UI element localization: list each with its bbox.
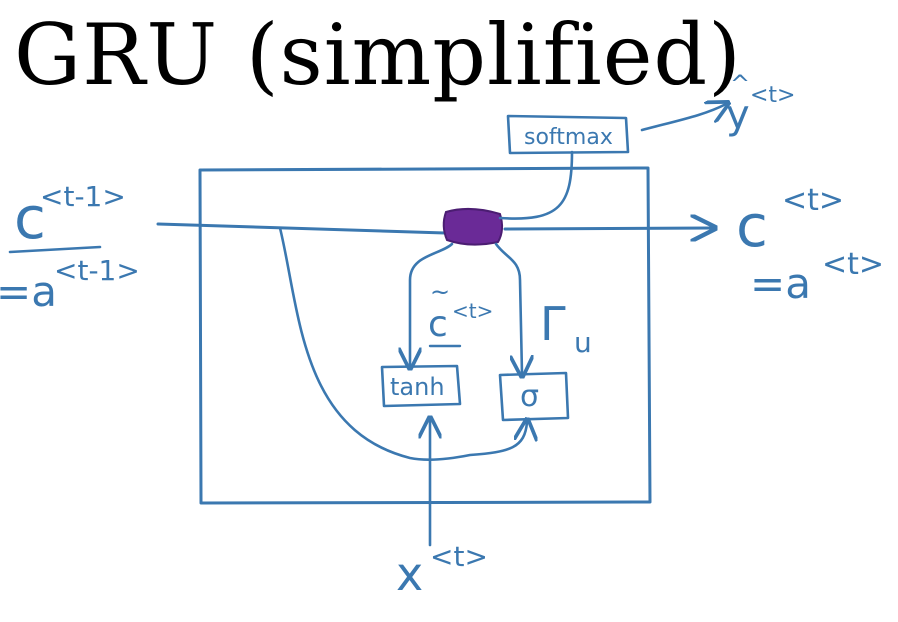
a-prev-label: =a — [0, 267, 57, 316]
c-prev-superscript: <t-1> — [40, 180, 126, 213]
y-hat-superscript: <t> — [750, 83, 796, 108]
a-prev-superscript: <t-1> — [54, 254, 140, 287]
x-label: x — [396, 547, 423, 601]
c-tilde-label: c — [428, 304, 448, 345]
gate-to-softmax — [498, 150, 574, 220]
tanh-box — [380, 364, 462, 408]
memory-line-in — [156, 222, 447, 235]
update-gate-node — [442, 208, 504, 246]
sigma-box — [498, 371, 570, 422]
x-superscript: <t> — [430, 540, 488, 573]
tanh-to-gate — [410, 242, 454, 366]
a-next-superscript: <t> — [822, 247, 884, 282]
y-hat-label: y — [726, 92, 750, 138]
c-tilde-accent: ~ — [430, 278, 450, 306]
c-prev-underline — [8, 245, 102, 254]
gamma-u-subscript: u — [574, 326, 592, 359]
a-next-label: =a — [750, 259, 811, 308]
softmax-box — [506, 114, 630, 155]
c-prev-label: c — [14, 184, 46, 252]
c-next-label: c — [736, 192, 768, 260]
c-next-superscript: <t> — [782, 183, 844, 218]
slide-title: GRU (simplified) — [14, 6, 742, 104]
c-tilde-superscript: <t> — [452, 299, 493, 323]
gamma-u-label: Γ — [540, 297, 566, 351]
softmax-to-yhat — [640, 104, 726, 132]
tanh-label: tanh — [390, 373, 445, 401]
labels: c <t-1> =a <t-1> c <t> =a <t> y ^ <t> so… — [0, 70, 884, 601]
cell-box — [198, 166, 652, 505]
y-hat-accent: ^ — [730, 70, 750, 98]
sigma-label: σ — [520, 379, 539, 414]
memory-line-out — [503, 228, 712, 229]
sigma-to-gate — [494, 242, 522, 374]
memory-branch — [278, 226, 527, 461]
softmax-label: softmax — [524, 125, 613, 150]
